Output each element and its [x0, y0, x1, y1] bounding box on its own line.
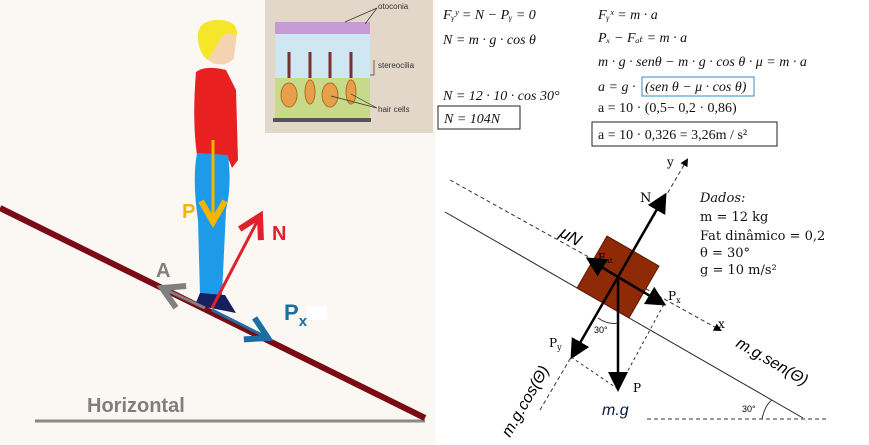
friction-arrow — [162, 288, 206, 308]
py-main: P — [549, 336, 557, 350]
px-vector — [617, 275, 667, 306]
given-title: Dados: — [699, 191, 745, 206]
inset-leader-lines — [330, 7, 378, 109]
angle-arc-base — [761, 399, 773, 420]
stereocilia-label: stereocilia — [378, 61, 415, 70]
hair-cells-label: hair cells — [378, 105, 410, 114]
given-mass: m = 12 kg — [700, 210, 768, 225]
person-shirt — [194, 67, 238, 168]
ramp — [0, 205, 427, 421]
horizontal-label: Horizontal — [87, 395, 185, 417]
given-data: Dados: m = 12 kg Fat dinâmico = 0,2 θ = … — [699, 191, 825, 278]
white-patch — [307, 306, 327, 320]
friction-label: A — [156, 260, 170, 282]
fat-main: F — [598, 251, 606, 264]
px-sub: x — [299, 313, 308, 330]
normal-label: N — [640, 191, 651, 206]
weight-label: P — [182, 201, 195, 223]
weight-expression: m.g — [602, 402, 629, 419]
px-main: P — [284, 300, 299, 325]
accel-result-box — [591, 121, 778, 147]
sen-expression: m.g.sen(Θ) — [733, 335, 811, 390]
eq-px-fat: Pₓ − Fₐₜ = m · a — [597, 31, 687, 46]
eq-normal-result: N = 104N — [443, 112, 501, 127]
equations: Fᵧʸ = N − Pᵧ = 0 N = m · g · cos θ N = 1… — [437, 8, 807, 147]
y-axis-label: y — [666, 155, 674, 169]
fat-sub: at — [606, 257, 613, 265]
py-sub: y — [556, 343, 562, 352]
parallel-force-arrow — [211, 308, 268, 338]
angle-label-base: 30° — [742, 404, 756, 414]
hair-cells — [280, 79, 357, 108]
eq-accel-result: a = 10 · 0,326 = 3,26m / s² — [598, 128, 747, 143]
person-hair — [197, 20, 238, 60]
inner-ear-inset: otoconia stereocilia hair cells — [265, 0, 433, 133]
given-theta: θ = 30° — [700, 246, 750, 261]
eq-normal-subst: N = 12 · 10 · cos 30° — [442, 89, 560, 104]
gel-layer — [275, 28, 370, 78]
px-label: Px — [668, 289, 681, 305]
weight-label: P — [633, 381, 641, 395]
px-sub: x — [676, 296, 681, 305]
py-vector — [570, 276, 620, 360]
force-vectors — [570, 192, 667, 392]
eq-accel-subst: a = 10 · (0,5− 0,2 · 0,86) — [598, 101, 737, 116]
angle-arc-block — [597, 317, 619, 324]
py-label: Py — [549, 336, 562, 352]
fat-label: Fat — [598, 251, 613, 265]
angle-label-block: 30° — [594, 325, 608, 335]
normal-label: N — [272, 223, 286, 245]
normal-arrow — [210, 216, 260, 309]
px-main: P — [668, 289, 676, 303]
given-g: g = 10 m/s² — [700, 263, 777, 278]
eq-accel-factor: (sen θ − μ · cos θ) — [645, 80, 747, 95]
eq-expanded: m · g · senθ − m · g · cos θ · μ = m · a — [598, 55, 807, 70]
x-axis — [449, 179, 722, 331]
otoconia-crystals — [275, 22, 370, 34]
eq-normal: N = m · g · cos θ — [442, 33, 536, 48]
stereocilia-bundles — [287, 52, 353, 78]
base-membrane — [273, 118, 371, 122]
left-panel: Horizontal P N A Px — [0, 0, 435, 445]
parallel-force-label: Px — [284, 300, 308, 330]
eq-sum-fy: Fᵧʸ = N − Pᵧ = 0 — [442, 8, 536, 23]
eq-accel-formula: a = g · — [598, 80, 635, 95]
otoconia-label: otoconia — [378, 2, 409, 11]
mu-n-label: μN — [556, 222, 586, 250]
x-axis-label: x — [718, 317, 725, 331]
normal-result-box — [437, 105, 521, 130]
eq-sum-fx: Fᵧˣ = m · a — [597, 8, 658, 23]
friction-vector — [585, 257, 619, 279]
normal-vector — [616, 192, 667, 278]
formula-highlight-box — [641, 76, 755, 97]
incline-diagram: x y 30° 30° N μN Fat Px Py P m.g m.g.cos… — [444, 155, 826, 440]
given-friction: Fat dinâmico = 0,2 — [700, 229, 825, 244]
